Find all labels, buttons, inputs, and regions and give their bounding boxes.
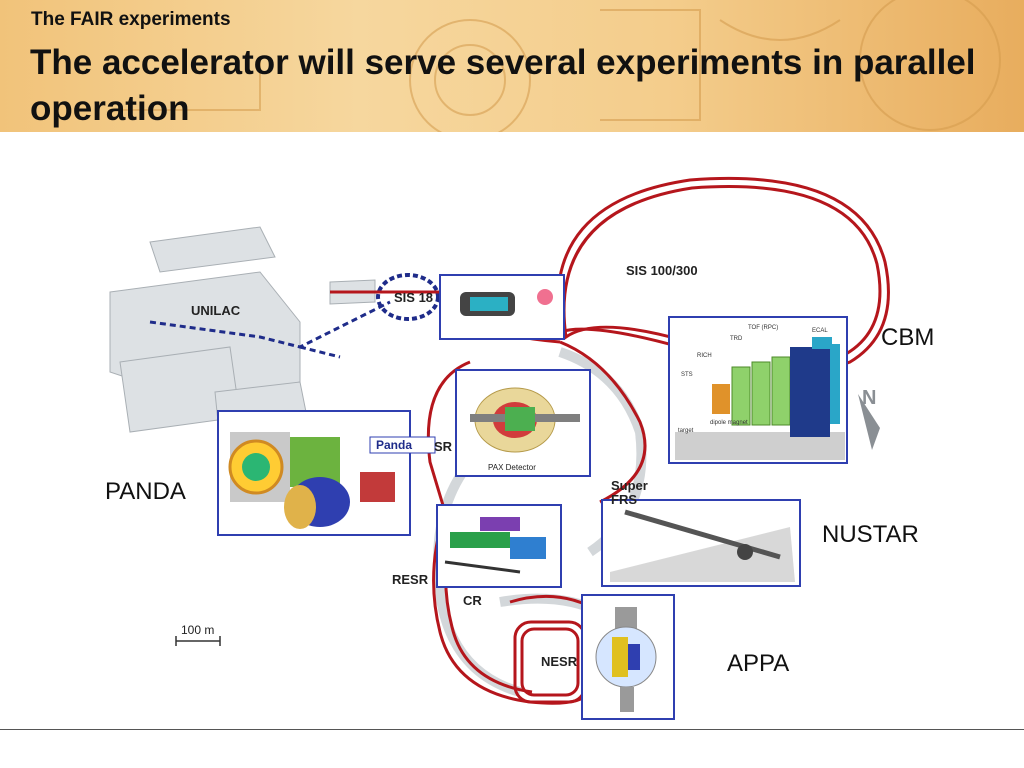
cbm-part-labels: TOF (RPC) ECAL TRD RICH STS target dipol… [678,325,828,434]
cbm-part-tof: TOF (RPC) [748,325,778,331]
resr-inset [436,504,562,588]
scale-label: 100 m [181,623,215,637]
pax-caption: PAX Detector [488,463,536,472]
cbm-part-sts: STS [681,372,693,378]
sis18-inset [439,274,565,340]
facility-map: Panda PAX Detector [109,176,890,720]
appa-inset [581,594,675,720]
north-label: N [862,387,876,409]
panda-inset [217,410,436,536]
scale-bar [175,636,221,646]
cbm-part-trd: TRD [730,336,743,342]
sis18-ring [376,273,440,321]
unilac-buildings [109,226,376,443]
cbm-part-rich: RICH [697,353,712,359]
unilac-label: UNILAC [191,303,241,318]
pax-inset [455,369,591,477]
panda-logo-text: Panda [376,438,412,452]
sis100-label: SIS 100/300 [626,263,698,278]
fair-diagram: Panda PAX Detector [0,132,1024,732]
nustar-label: NUSTAR [822,521,919,548]
cbm-part-dipole: dipole magnet [710,420,748,426]
sr-label: SR [434,439,453,454]
header-decoration [120,0,1001,132]
unilac-beamline [149,300,391,359]
cbm-label: CBM [881,324,935,351]
header-banner: The FAIR experiments The accelerator wil… [0,0,1024,132]
slide-kicker: The FAIR experiments [31,9,231,30]
footer-divider [0,729,1024,730]
north-arrow [858,394,880,450]
cr-label: CR [463,593,482,608]
super-frs-label: Super FRS [611,478,648,507]
nustar-inset [601,499,801,587]
resr-label: RESR [392,572,429,587]
appa-label: APPA [727,650,790,677]
sis18-label: SIS 18 [394,290,434,305]
cbm-part-ecal: ECAL [812,328,828,334]
cbm-part-target: target [678,428,694,434]
panda-label: PANDA [105,478,186,505]
nesr-label: NESR [541,654,578,669]
cbm-inset [668,316,848,464]
slide-title: The accelerator will serve several exper… [30,43,976,128]
